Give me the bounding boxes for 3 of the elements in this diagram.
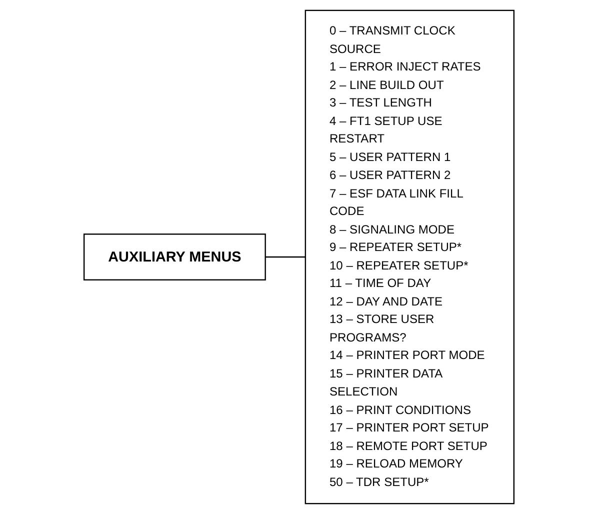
- node-box: AUXILIARY MENUS: [83, 234, 266, 280]
- node-box: 0 – TRANSMIT CLOCK SOURCE 1 – ERROR INJECT RATES 2 – LINE BUILD OUT 3 – TEST LENGTH 4 – FT1 SETUP USE RESTART 5 – USER PATTERN 1 6 – USER PATTERN 2 7 – ESF DATA LINK FILL CODE 8 – SIGNALING MODE 9 – REPEATER SETUP* 10 – REPEATER SETUP* 11 – TIME OF DAY 12 – DAY AND DATE 13 – STORE USER PROGRAMS? 14 – PRINTER PORT MODE 15 – PRINTER DATA SELECTION 16 – PRINT CONDITIONS 17 – PRINTER PORT SETUP 18 – REMOTE PORT SETUP 19 – RELOAD MEMORY 50 – TDR SETUP*: [304, 10, 515, 504]
- connector: [265, 256, 306, 258]
